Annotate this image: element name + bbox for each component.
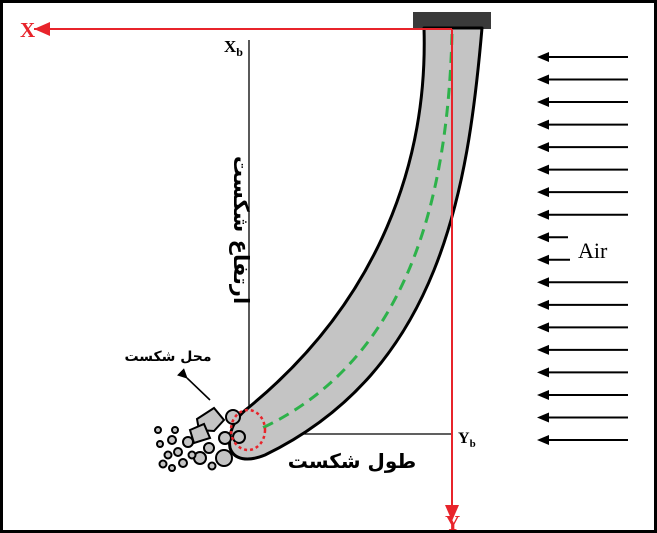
breakup-length-label: طول شکست [288,449,417,473]
air-arrow [537,187,628,198]
droplet [163,450,173,460]
air-arrow [537,322,628,333]
droplet [215,449,233,467]
air-arrow [537,299,628,310]
air-arrow [537,277,628,288]
y-axis-arrowhead [445,505,459,521]
air-arrow [537,52,628,62]
droplet [168,464,176,472]
air-arrow [537,232,568,243]
air-crossflow-arrows [537,52,628,445]
droplet [178,458,188,468]
droplet [182,436,194,448]
breakup-location-pointer [177,368,211,401]
air-arrow [537,119,628,130]
droplet [154,426,162,434]
x-axis-label: X [20,18,35,42]
droplet [218,431,232,445]
droplet [232,430,246,444]
droplet [187,450,197,460]
air-arrow [537,142,628,153]
droplet [156,440,164,448]
breakup-location-label: محل شکست [124,349,211,365]
air-label: Air [578,238,608,263]
droplet [171,426,179,434]
air-arrow [537,389,628,400]
breakup-point-circle [229,408,267,452]
liquid-jet [228,26,484,461]
air-arrow [537,412,628,423]
yb-label: Yb [458,430,476,450]
droplet [167,435,177,445]
air-arrow [537,164,628,175]
air-arrow [537,435,628,445]
droplet [173,447,183,457]
air-arrow [537,344,628,355]
air-arrow [537,74,628,85]
y-axis-label: Y [445,511,460,533]
air-arrow [537,97,628,108]
droplet [158,459,168,469]
breakup-droplets [154,406,246,472]
jet-centerline [257,33,454,432]
breakup-height-label: ارتفاع شکست [229,156,253,304]
air-label-backdrop [570,236,628,264]
injector-nozzle [413,12,491,29]
droplet [203,442,215,454]
air-arrow [537,209,628,220]
x-axis-arrowhead [34,22,50,36]
xb-label: Xb [224,37,243,59]
air-arrow [537,367,628,378]
droplet [207,461,217,471]
